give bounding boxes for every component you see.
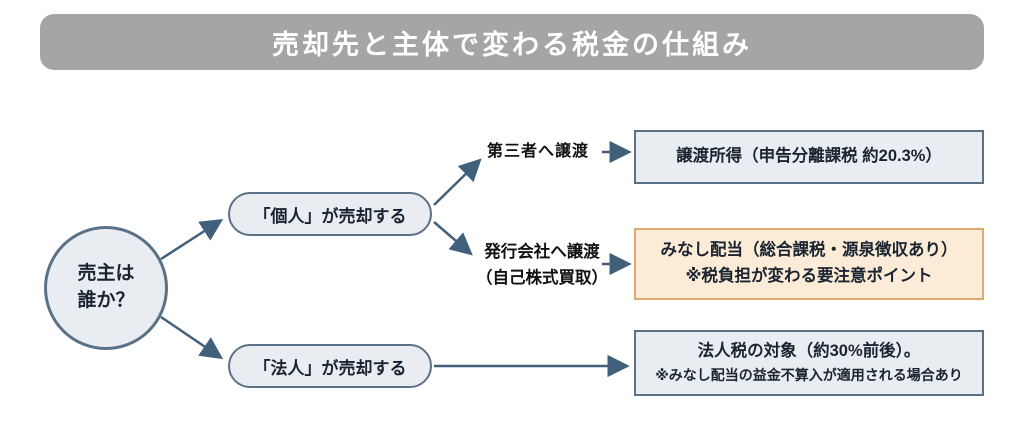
branch-corporate-label: 「法人」が売却する bbox=[253, 358, 407, 378]
outcome-corporate-tax-box: 法人税の対象（約30%前後）。 ※みなし配当の益金不算入が適用される場合あり bbox=[634, 330, 984, 396]
outcome-capital-gains-box: 譲渡所得（申告分離課税 約20.3%） bbox=[634, 130, 984, 184]
edge-label-issuer-transfer: 発行会社へ譲渡 （自己株式買取） bbox=[458, 240, 626, 291]
outcome-deemed-dividend-line-2: ※税負担が変わる要注意ポイント bbox=[685, 267, 933, 285]
arrow-individual-to-third-party bbox=[433, 158, 482, 206]
arrow-root-to-individual bbox=[160, 218, 224, 261]
branch-individual-label: 「個人」が売却する bbox=[253, 206, 407, 226]
edge-label-issuer-line-2: （自己株式買取） bbox=[476, 268, 608, 287]
edge-label-third-party-transfer: 第三者へ譲渡 bbox=[487, 143, 590, 160]
outcome-corporate-tax-line-2: ※みなし配当の益金不算入が適用される場合あり bbox=[655, 366, 963, 383]
arrow-root-to-corporate bbox=[160, 315, 224, 360]
outcome-deemed-dividend-box: みなし配当（総合課税・源泉徴収あり） ※税負担が変わる要注意ポイント bbox=[634, 228, 984, 300]
seller-question-circle: 売主は 誰か？ bbox=[44, 226, 168, 350]
seller-question-line-1: 売主は bbox=[77, 263, 135, 285]
branch-individual-seller: 「個人」が売却する bbox=[228, 192, 432, 236]
page-title: 売却先と主体で変わる税金の仕組み bbox=[272, 29, 752, 60]
edge-label-issuer-line-1: 発行会社へ譲渡 bbox=[484, 243, 600, 261]
outcome-corporate-tax-line-1: 法人税の対象（約30%前後）。 bbox=[697, 342, 921, 361]
outcome-capital-gains-text: 譲渡所得（申告分離課税 約20.3%） bbox=[676, 147, 942, 166]
title-banner: 売却先と主体で変わる税金の仕組み bbox=[40, 14, 984, 70]
branch-corporate-seller: 「法人」が売却する bbox=[228, 344, 432, 388]
seller-question-line-2: 誰か？ bbox=[77, 290, 135, 311]
outcome-deemed-dividend-line-1: みなし配当（総合課税・源泉徴収あり） bbox=[660, 241, 958, 260]
arrow-individual-to-issuer bbox=[433, 221, 473, 256]
